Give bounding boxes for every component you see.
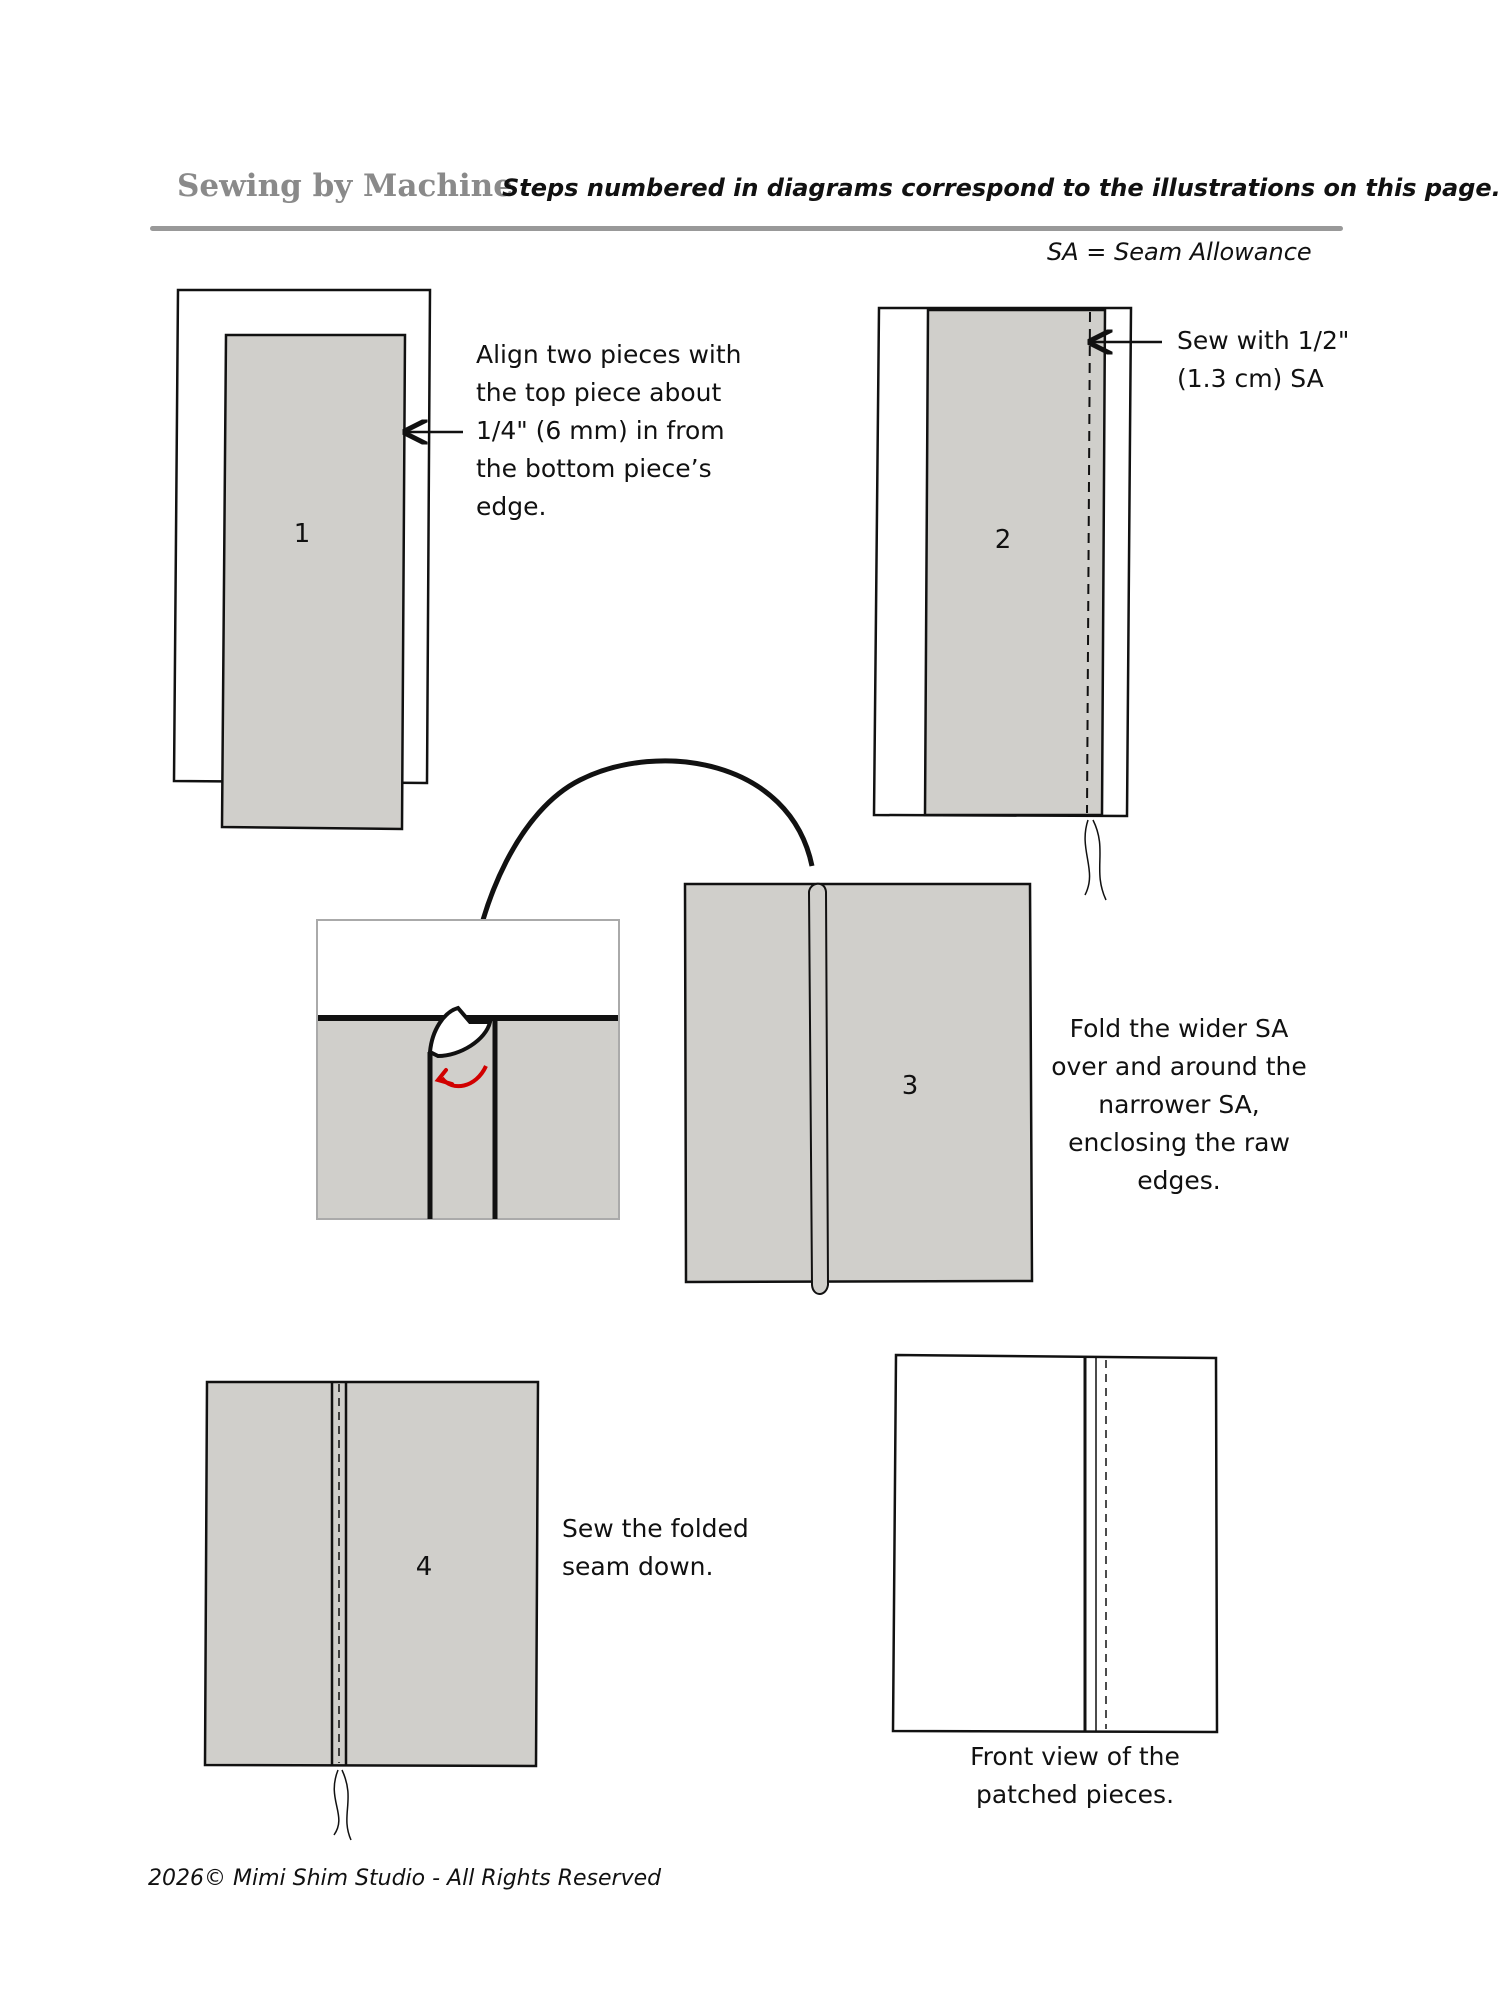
step-4-diagram: 4 [203,1380,540,1841]
page-title: Sewing by Machine [177,168,513,204]
thread-tails [1084,819,1107,901]
step-1-number: 1 [294,519,311,549]
step-2-diagram: 2 [872,306,1162,901]
step-3-instruction: Fold the wider SA over and around the na… [1051,1014,1307,1195]
fabric-piece [683,882,1034,1284]
front-view-caption: Front view of the patched pieces. [970,1742,1180,1809]
step-4-instruction: Sew the folded seam down. [562,1514,749,1581]
step-2-number: 2 [995,525,1012,555]
step-3-number: 3 [902,1071,919,1101]
fold-direction-arrow [434,1068,454,1086]
header-divider [150,226,1343,231]
thread-tails [333,1769,352,1841]
front-view-diagram [891,1353,1219,1734]
stitch-line [1086,311,1091,814]
step-4-number: 4 [416,1552,433,1582]
fabric-piece [203,1380,540,1768]
curved-pointer-arrow [467,758,815,983]
seam-allowance-note: SA = Seam Allowance [1047,238,1312,266]
step-1-diagram: 1 [172,288,463,831]
step-1-instruction: Align two pieces with the top piece abou… [476,340,742,521]
copyright-footer: 2026© Mimi Shim Studio - All Rights Rese… [148,1866,662,1891]
fold-detail-inset [316,919,620,1220]
page-subtitle: Steps numbered in diagrams correspond to… [502,174,1501,202]
step-3-diagram: 3 [683,882,1034,1295]
folded-seam [807,882,830,1295]
top-fabric-piece [220,333,407,831]
top-fabric-piece [923,308,1107,817]
step-2-instruction: Sew with 1/2" (1.3 cm) SA [1177,326,1350,393]
